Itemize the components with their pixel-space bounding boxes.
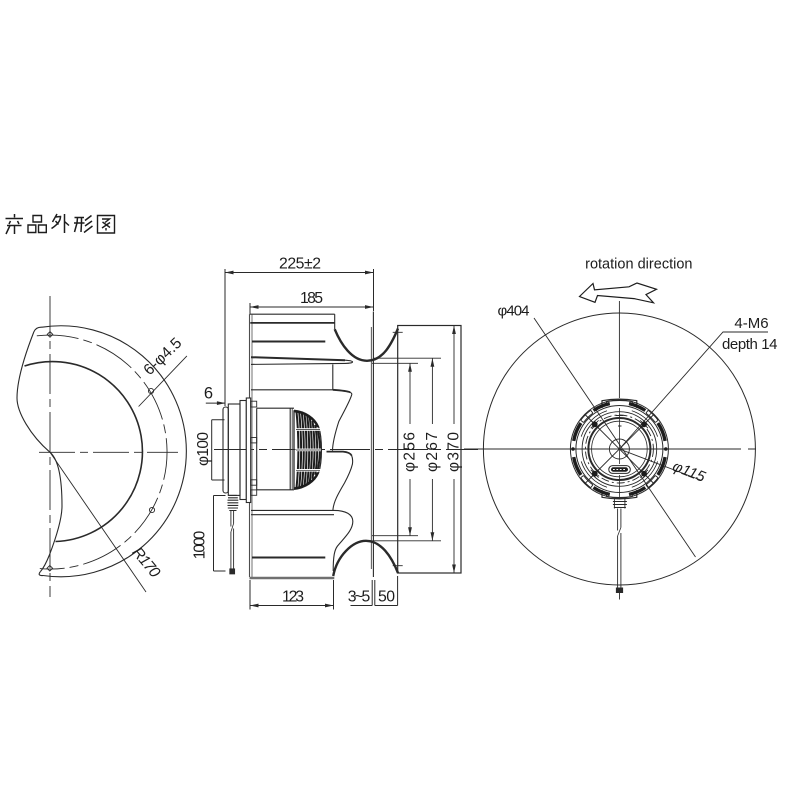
svg-text:φ256: φ256 xyxy=(402,432,419,472)
svg-text:185: 185 xyxy=(300,290,323,307)
svg-text:6: 6 xyxy=(204,385,213,403)
svg-text:φ115: φ115 xyxy=(670,458,708,486)
svg-text:6-φ4.5: 6-φ4.5 xyxy=(140,335,185,379)
svg-text:3~5: 3~5 xyxy=(348,589,371,606)
svg-text:225±2: 225±2 xyxy=(279,256,321,273)
svg-text:φ267: φ267 xyxy=(424,432,441,472)
svg-text:rotation direction: rotation direction xyxy=(585,256,692,272)
svg-text:φ370: φ370 xyxy=(446,432,463,472)
svg-text:φ404: φ404 xyxy=(498,303,530,320)
svg-text:123: 123 xyxy=(282,589,304,606)
svg-text:depth 14: depth 14 xyxy=(722,336,778,353)
svg-text:4-M6: 4-M6 xyxy=(734,315,768,332)
svg-text:1000: 1000 xyxy=(192,530,209,559)
svg-text:R170: R170 xyxy=(128,544,163,581)
svg-text:φ100: φ100 xyxy=(195,432,212,466)
svg-text:50: 50 xyxy=(378,589,395,606)
